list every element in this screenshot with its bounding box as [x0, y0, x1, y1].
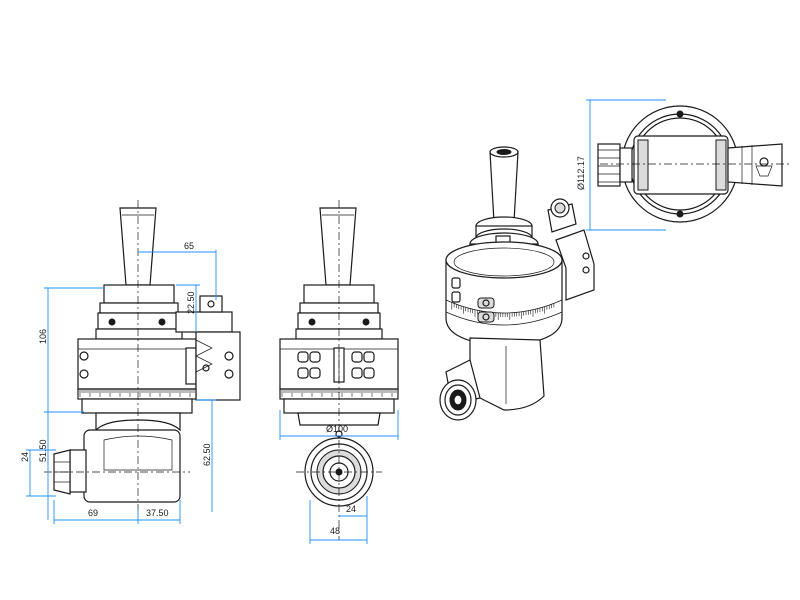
dim-22-50: 22.50	[186, 291, 196, 314]
side-view-lower-housing	[83, 429, 181, 503]
side-view-output-spindle	[69, 449, 87, 493]
front-view-taper	[319, 207, 357, 286]
dim-dia-112-17: Ø112.17	[576, 156, 586, 190]
dim-dia-100: Ø100	[326, 424, 348, 434]
dim-48: 48	[330, 526, 340, 536]
dim-24-left: 24	[20, 452, 30, 462]
side-view-dimensions: 65 22.50 106 51.50 24 62.50 69 37.50	[20, 241, 217, 524]
side-view-body	[77, 338, 197, 390]
top-view-stop-block	[727, 143, 783, 187]
side-view-stop-block	[175, 311, 233, 333]
dim-51-50: 51.50	[38, 439, 48, 462]
dim-62-50: 62.50	[202, 443, 212, 466]
isometric-view	[439, 146, 595, 421]
front-view-dimensions: Ø100 24 48	[279, 410, 399, 544]
iso-taper	[489, 151, 519, 223]
dim-24-bottom: 24	[346, 504, 356, 514]
side-view	[44, 200, 241, 510]
top-view	[597, 105, 790, 223]
top-view-dimensions: Ø112.17	[576, 99, 666, 231]
dim-69: 69	[88, 508, 98, 518]
dim-37-50: 37.50	[146, 508, 169, 518]
dim-106: 106	[38, 329, 48, 344]
side-view-flange	[103, 284, 175, 304]
dim-65: 65	[184, 241, 194, 251]
front-view	[279, 200, 399, 540]
iso-lower-housing	[469, 337, 545, 411]
